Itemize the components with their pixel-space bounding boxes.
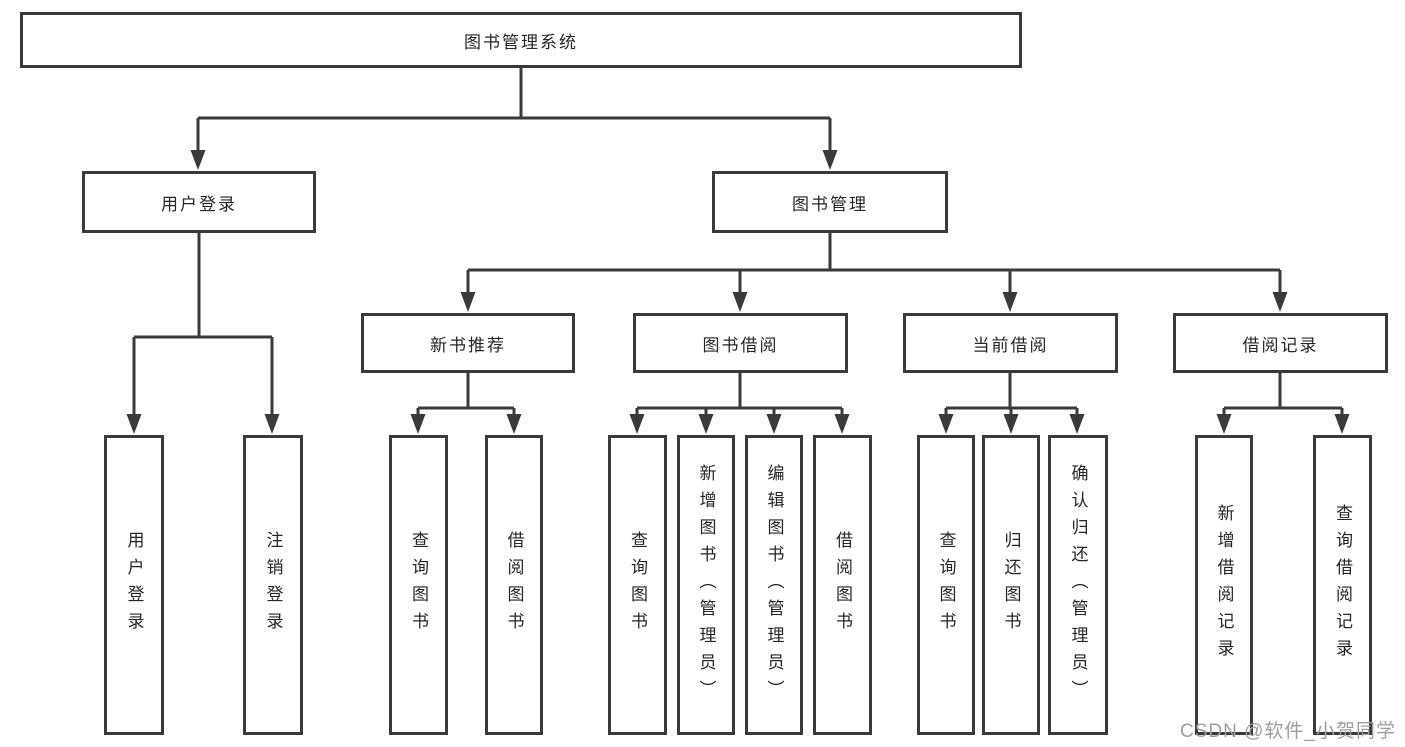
node-new-book-recommend: 新书推荐 (361, 313, 575, 373)
leaf-query-books-current-label: 查询图书 (936, 531, 956, 639)
node-new-book-recommend-label: 新书推荐 (430, 335, 506, 355)
leaf-return-books: 归还图书 (982, 435, 1040, 735)
leaf-borrow-books-recommend-label: 借阅图书 (504, 531, 524, 639)
leaf-query-books-borrow: 查询图书 (608, 435, 667, 735)
node-book-management-label: 图书管理 (792, 194, 868, 214)
leaf-borrow-books-label: 借阅图书 (833, 531, 852, 639)
leaf-logout: 注销登录 (243, 435, 303, 735)
leaf-query-books-current: 查询图书 (917, 435, 975, 735)
arrowheads (126, 150, 1350, 434)
leaf-query-books-recommend-label: 查询图书 (409, 531, 428, 639)
leaf-confirm-return-admin: 确认归还（管理员） (1048, 435, 1108, 735)
leaf-add-books-admin: 新增图书（管理员） (677, 435, 735, 735)
leaf-add-books-admin-label: 新增图书（管理员） (696, 463, 716, 707)
leaf-user-login-label: 用户登录 (124, 531, 144, 639)
leaf-query-books-recommend: 查询图书 (389, 435, 448, 735)
node-current-borrow-label: 当前借阅 (972, 335, 1049, 355)
node-current-borrow: 当前借阅 (903, 313, 1118, 373)
leaf-query-borrow-record: 查询借阅记录 (1313, 435, 1372, 735)
node-user-login: 用户登录 (82, 171, 316, 233)
node-book-borrow-label: 图书借阅 (702, 335, 779, 355)
leaf-borrow-books: 借阅图书 (813, 435, 872, 735)
leaf-add-borrow-record-label: 新增借阅记录 (1214, 504, 1234, 666)
leaf-add-borrow-record: 新增借阅记录 (1195, 435, 1253, 735)
csdn-watermark: CSDN @软件_小贺同学 (1180, 721, 1396, 742)
leaf-confirm-return-admin-label: 确认归还（管理员） (1068, 463, 1088, 707)
node-root-label: 图书管理系统 (464, 32, 578, 52)
node-user-login-label: 用户登录 (161, 194, 237, 214)
node-borrow-record-label: 借阅记录 (1242, 335, 1319, 355)
leaf-query-borrow-record-label: 查询借阅记录 (1333, 504, 1352, 666)
leaf-edit-books-admin-label: 编辑图书（管理员） (764, 463, 784, 707)
node-book-borrow: 图书借阅 (633, 313, 848, 373)
node-root: 图书管理系统 (20, 12, 1022, 68)
leaf-query-books-borrow-label: 查询图书 (628, 531, 647, 639)
leaf-user-login: 用户登录 (104, 435, 164, 735)
leaf-logout-label: 注销登录 (263, 531, 283, 639)
node-book-management: 图书管理 (712, 171, 948, 233)
leaf-return-books-label: 归还图书 (1001, 531, 1021, 639)
leaf-borrow-books-recommend: 借阅图书 (485, 435, 543, 735)
leaf-edit-books-admin: 编辑图书（管理员） (745, 435, 803, 735)
node-borrow-record: 借阅记录 (1173, 313, 1388, 373)
